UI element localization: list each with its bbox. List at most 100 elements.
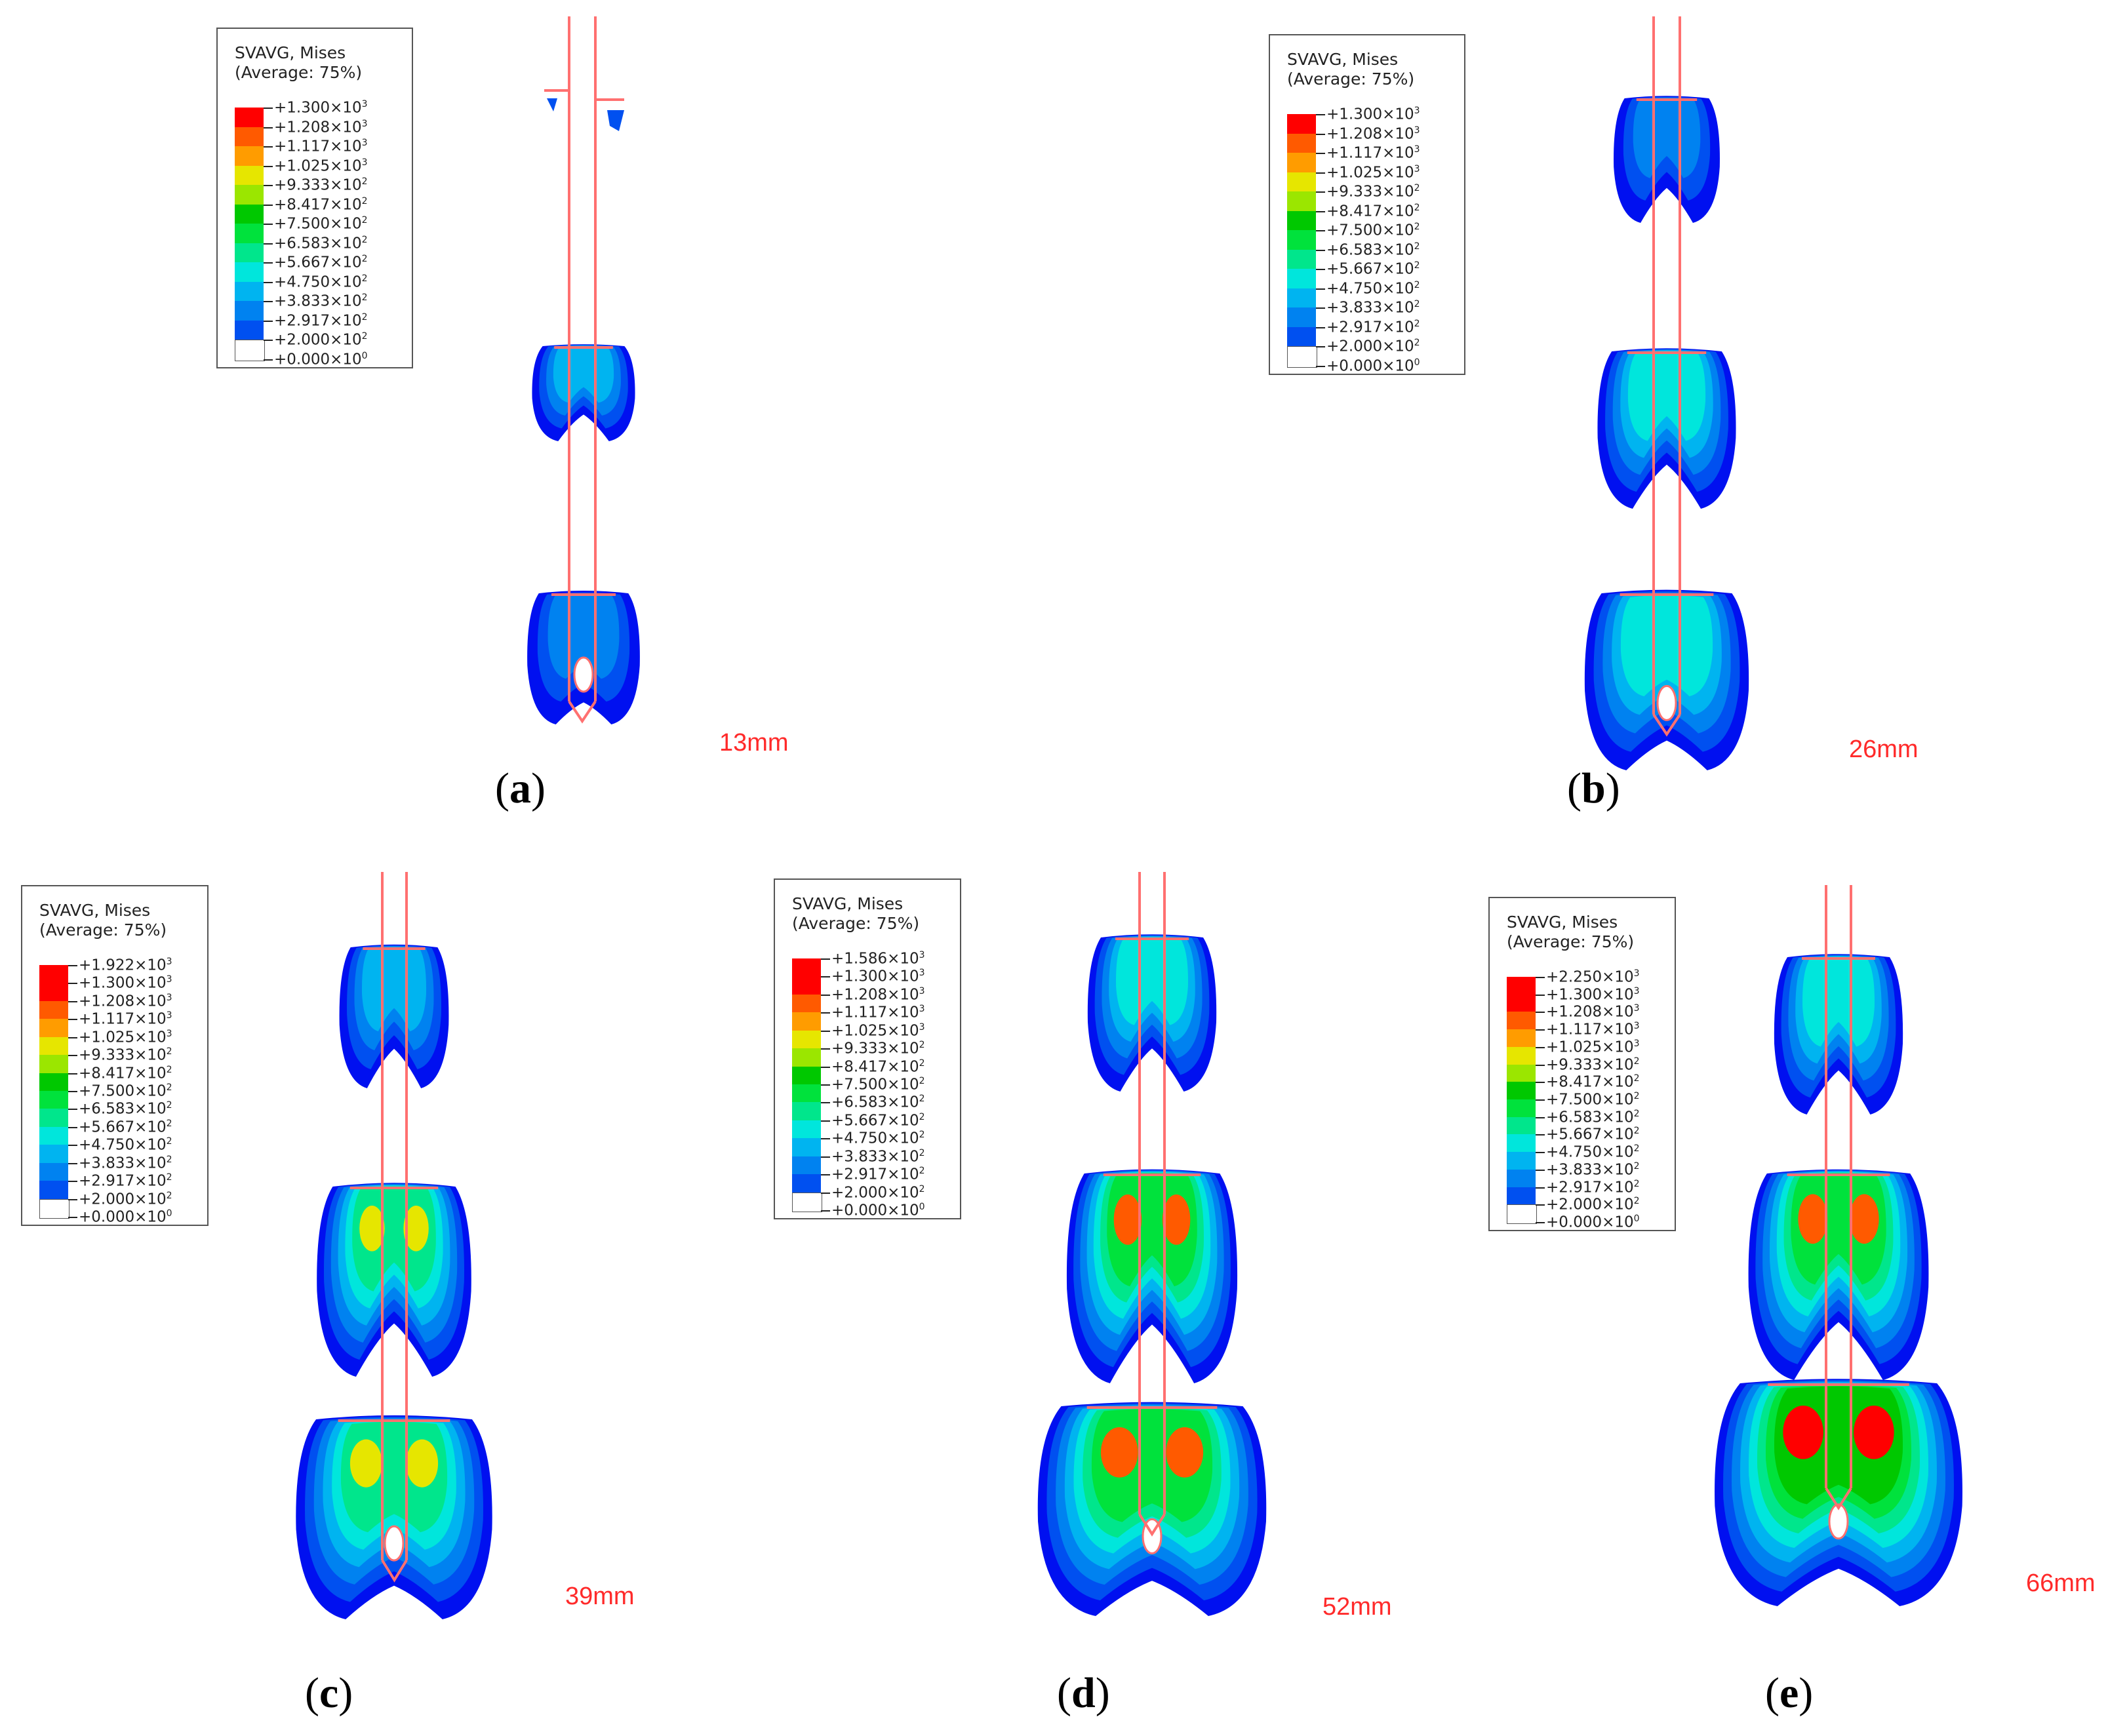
legend-swatch [235,185,264,205]
pile-rod [1825,885,1852,1510]
legend-swatch [792,994,821,1014]
legend-tick [821,1084,830,1086]
legend-swatch [235,262,264,283]
legend-value: +6.583×102 [831,1094,925,1112]
legend-swatch [792,1012,821,1031]
legend-swatch [1287,191,1316,212]
legend-tick [1536,1187,1545,1189]
panel-letter: a [509,764,531,812]
legend-value: +2.917×102 [79,1172,172,1190]
legend-value: +5.667×102 [1546,1126,1640,1144]
panel-letter: d [1071,1669,1096,1717]
legend-tick [264,340,273,342]
legend-tick [1316,269,1325,271]
legend-tick [264,165,273,167]
color-legend: SVAVG, Mises(Average: 75%)+1.300×103+1.2… [1269,34,1465,375]
legend-tick [68,1162,77,1164]
legend-value: +4.750×102 [831,1130,925,1147]
legend-tick [68,1019,77,1021]
legend-swatch [39,983,68,1002]
legend-swatch [792,1030,821,1050]
legend-tick [68,1109,77,1111]
legend-value: +2.000×102 [1326,338,1420,356]
legend-tick [1536,1222,1545,1223]
legend-value: +2.000×102 [274,331,368,349]
stress-contour-region [1614,96,1720,223]
legend-tick [1316,346,1325,348]
legend-value: +1.117×103 [1546,1021,1640,1038]
legend-tick [68,983,77,985]
stress-fragment [547,98,557,111]
depth-label: 52mm [1322,1593,1392,1621]
legend-tick [68,1036,77,1038]
legend-swatch [235,127,264,148]
legend-value: +3.833×102 [831,1147,925,1166]
legend-swatch [39,1126,68,1146]
legend-title: SVAVG, Mises [1287,50,1399,69]
depth-label: 66mm [2026,1569,2096,1597]
panel-label: (a) [495,764,546,812]
legend-tick [264,301,273,303]
panel-letter: e [1779,1669,1799,1717]
stress-contour-region [339,944,449,1088]
legend-swatch [1287,153,1316,173]
legend-color-bar [792,958,822,1212]
legend-value: +0.000×100 [1546,1213,1640,1231]
legend-tick [821,1066,830,1068]
legend-swatch [1287,230,1316,250]
legend-swatch [235,320,264,341]
legend-value: +8.417×102 [831,1057,925,1076]
legend-tick [821,1138,830,1140]
legend-swatch [235,224,264,244]
legend-swatch [1507,1116,1536,1135]
legend-tick [1316,191,1325,193]
stress-contour-region [317,1183,471,1377]
stress-contour-region [296,1415,492,1619]
legend-swatch [792,1192,822,1212]
legend-value: +9.333×102 [1546,1055,1640,1074]
stress-contour-region [532,344,635,441]
pile-rod [381,872,408,1583]
pile-tip-hole [384,1525,405,1562]
pile-rod [1138,872,1166,1537]
legend-value: +3.833×102 [79,1154,172,1172]
legend-value: +5.667×102 [831,1111,925,1130]
stress-contour-region [1066,1169,1238,1383]
legend-value: +1.208×103 [79,992,172,1010]
legend-tick [1536,977,1545,978]
legend-tick [1536,1169,1545,1171]
legend-tick [1536,1082,1545,1084]
legend-value: +1.025×103 [1326,163,1420,182]
legend-value: +1.586×103 [831,950,925,968]
pile-rod-tip [568,700,597,724]
legend-title: SVAVG, Mises [1507,913,1618,932]
legend-tick [264,185,273,187]
legend-swatch [1507,1152,1536,1170]
legend-swatch [39,1000,68,1020]
legend-value: +8.417×102 [274,195,368,214]
legend-tick [1316,153,1325,155]
legend-value: +9.333×102 [79,1046,172,1064]
legend-value: +1.025×103 [79,1028,172,1046]
legend-swatch [39,965,68,984]
pile-rod-tip [1652,713,1681,737]
legend-value: +8.417×102 [1326,202,1420,220]
legend-swatch [792,976,821,995]
stress-contour-region [527,591,640,724]
pile-tip-hole [1656,684,1677,721]
legend-tick [1316,249,1325,251]
legend-swatch [1507,1187,1536,1206]
legend-value: +1.208×103 [274,118,368,136]
contour-band [361,947,427,1032]
legend-swatch [792,1156,821,1175]
pile-rod-tip [1138,1513,1166,1537]
legend-value: +7.500×102 [79,1082,172,1100]
stress-contour-region [1597,348,1736,509]
legend-swatch [792,958,821,977]
color-legend: SVAVG, Mises(Average: 75%)+1.300×103+1.2… [216,28,413,368]
legend-swatch [235,165,264,186]
contour-band [1802,957,1875,1047]
legend-value: +0.000×100 [1326,357,1420,375]
legend-value: +1.117×103 [79,1010,172,1028]
legend-tick [68,1055,77,1057]
